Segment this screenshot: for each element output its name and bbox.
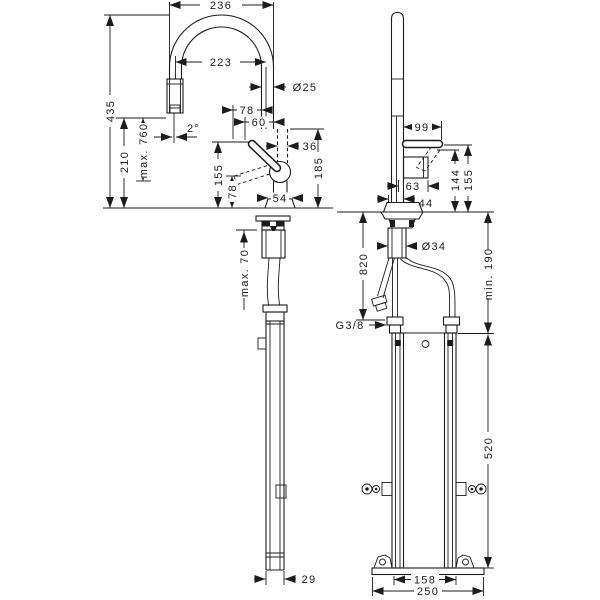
side-spout	[390, 11, 405, 203]
dim-text-spout-diameter: Ø25	[293, 82, 318, 94]
dim-min-clearance: min. 190	[458, 212, 495, 334]
box-clip-left	[361, 482, 393, 496]
dim-text-max-counter-thickness: max. 70	[239, 249, 251, 297]
dim-outlet-offset-inner: 60	[234, 116, 285, 140]
side-supply-hose-right	[400, 258, 451, 318]
dim-text-outlet-offset-inner: 60	[252, 117, 267, 129]
dim-handle-height-outer: 155	[444, 144, 475, 212]
dim-text-sprayhead-diameter: 36	[303, 141, 318, 153]
rod-clip	[257, 337, 267, 350]
side-base	[382, 201, 424, 213]
rod-mid-fitting	[275, 484, 287, 499]
dim-text-box-height: 520	[483, 437, 495, 459]
side-handle	[401, 139, 444, 179]
dim-body-depth: 63	[387, 180, 439, 193]
dim-handle-down-height: 78	[226, 175, 241, 208]
front-hose	[266, 257, 270, 306]
dim-text-min-clearance: min. 190	[483, 248, 495, 301]
front-view: 236 223 Ø25 78 60	[103, 0, 333, 586]
dim-sprayhead-diameter: 36	[266, 141, 318, 153]
front-hose-connector	[262, 304, 288, 313]
dim-box-height: 520	[482, 334, 495, 569]
dim-text-handle-height-outer: 155	[463, 169, 475, 191]
dim-pivot-height: 185	[290, 128, 325, 208]
dim-text-handle-height-inner: 144	[450, 169, 462, 191]
dim-spout-reach: 223	[175, 56, 266, 69]
front-body	[233, 129, 296, 209]
dim-base-width: 54	[257, 192, 303, 205]
box-clip-right	[455, 482, 487, 496]
front-sprayhead	[166, 78, 184, 143]
dim-text-outlet-offset-outer: 78	[240, 105, 255, 117]
dim-spout-width: 236	[169, 0, 274, 62]
dim-text-handle-reach: 99	[415, 122, 430, 134]
dim-connection-thread: G3/8	[335, 320, 386, 332]
dim-text-box-width-inner: 158	[414, 575, 436, 587]
box-hole	[421, 340, 430, 348]
dim-text-outlet-height: 210	[119, 151, 131, 173]
front-handle-dashed	[233, 164, 272, 177]
dim-base-depth: 44	[377, 195, 434, 210]
dim-handle-tip-height: 155	[212, 141, 250, 208]
dim-handle-reach: 99	[403, 121, 442, 140]
dim-outlet-height: 210	[118, 118, 131, 208]
dim-max-pullout: max. 760	[136, 118, 151, 182]
dim-text-spray-angle: 2°	[187, 123, 200, 135]
side-view: 99 63 44 144 155	[335, 11, 495, 598]
side-handle-housing	[402, 156, 429, 179]
box-foot-right	[455, 554, 475, 569]
dim-text-spout-reach: 223	[210, 57, 232, 69]
dim-text-box-width-outer: 250	[417, 586, 439, 598]
dim-text-spout-width: 236	[210, 0, 232, 12]
dim-spout-diameter: Ø25	[249, 82, 318, 94]
dim-text-handle-down-height: 78	[227, 184, 239, 199]
dim-max-counter-thickness: max. 70	[236, 229, 257, 310]
dim-guide-rod-width: 29	[254, 571, 317, 586]
dim-box-width-outer: 250	[372, 577, 484, 598]
dim-spray-angle: 2°	[154, 123, 200, 141]
dim-text-total-height: 435	[105, 100, 117, 122]
dim-total-height: 435	[104, 14, 169, 208]
side-mounting-box	[361, 332, 487, 576]
dim-text-base-depth: 44	[419, 198, 434, 210]
dim-text-guide-rod-width: 29	[302, 574, 317, 586]
side-shank	[387, 227, 407, 259]
dim-text-hose-length: 820	[358, 253, 370, 275]
front-spout	[168, 14, 275, 129]
dim-handle-height-inner: 144	[437, 149, 462, 212]
box-foot-left	[373, 554, 393, 569]
dim-text-pivot-height: 185	[313, 157, 325, 179]
dim-text-base-width: 54	[273, 193, 288, 205]
dim-shank-diameter: Ø34	[377, 241, 447, 253]
front-shank	[261, 229, 286, 259]
dim-text-handle-tip-height: 155	[213, 164, 225, 186]
dim-text-body-depth: 63	[406, 181, 421, 193]
dim-box-width-inner: 158	[393, 574, 457, 587]
dim-text-max-pullout: max. 760	[138, 123, 150, 179]
dim-outlet-offset-outer: 78	[222, 104, 273, 139]
front-guide-rod	[257, 321, 287, 571]
side-undercounter	[370, 211, 461, 334]
dim-hose-length: 820	[356, 212, 385, 321]
side-pullout-hose	[377, 257, 390, 297]
dim-text-shank-diameter: Ø34	[422, 241, 447, 253]
front-undercounter	[255, 215, 291, 571]
dim-text-connection-thread: G3/8	[335, 320, 364, 332]
